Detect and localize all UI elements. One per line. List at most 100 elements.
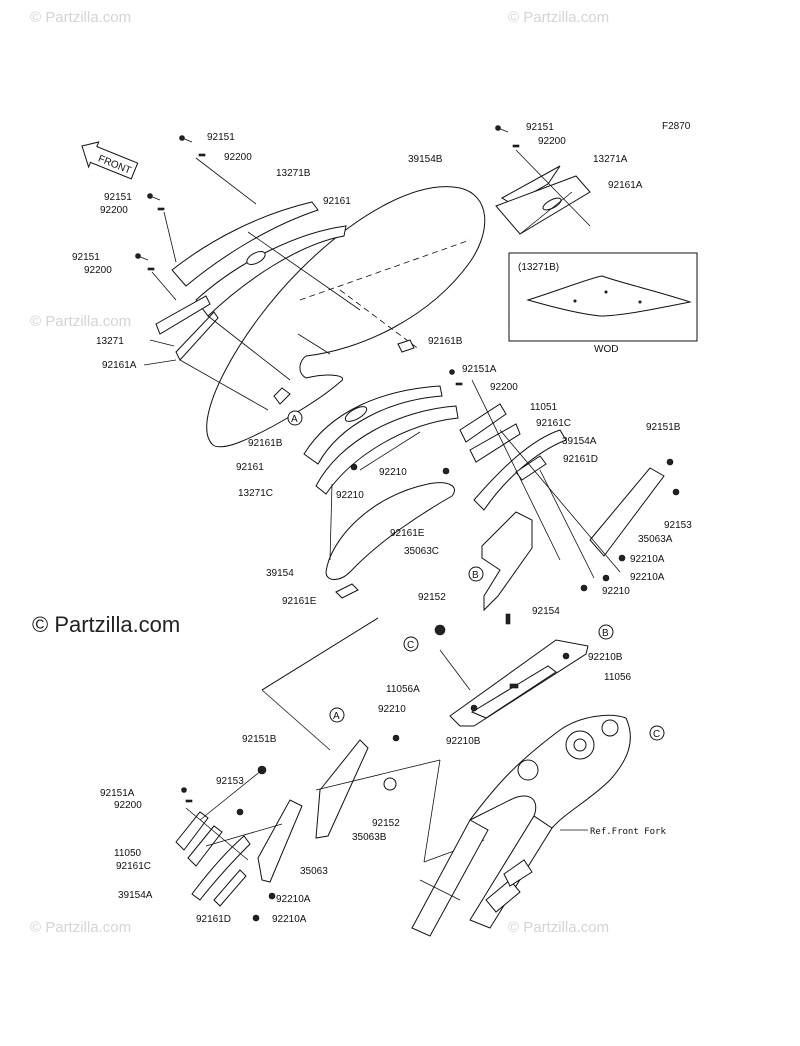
- part-label: 92210: [602, 586, 630, 597]
- part-label: 92151: [207, 132, 235, 143]
- part-label: 11051: [530, 402, 558, 413]
- part-label: 92151: [526, 122, 554, 133]
- part-label: 92161: [236, 462, 264, 473]
- part-label: 92210B: [588, 652, 623, 663]
- part-label: 92161E: [282, 596, 317, 607]
- bracket-35063B: [315, 739, 369, 839]
- bracket-11056: [470, 665, 557, 719]
- part-label: 92200: [84, 265, 112, 276]
- part-label: 92153: [216, 776, 244, 787]
- part-label: 92210: [378, 704, 406, 715]
- part-label: 92200: [224, 152, 252, 163]
- trim-11050: [175, 811, 209, 851]
- part-label: 35063C: [404, 546, 439, 557]
- part-label: 13271A: [593, 154, 628, 165]
- part-label: 92161C: [116, 861, 151, 872]
- washer-icon: [512, 144, 520, 148]
- lower-brackets: [175, 613, 589, 922]
- trim-92161D-low: [213, 869, 247, 907]
- washer-icon: [157, 207, 165, 211]
- trim-strip-13271: [155, 295, 211, 335]
- windshield-upper-left: [135, 135, 486, 448]
- callout-c-circle: [403, 636, 419, 652]
- part-label: 92210: [379, 467, 407, 478]
- windshield-39154A-mid: [473, 429, 567, 511]
- windshield-39154: [325, 482, 455, 580]
- windshield-39154A-low: [191, 835, 251, 901]
- part-label: 92210A: [630, 554, 665, 565]
- watermark-bottom-left: © Partzilla.com: [30, 919, 131, 936]
- part-label: 92200: [100, 205, 128, 216]
- part-label: 39154A: [118, 890, 153, 901]
- part-label: 92153: [664, 520, 692, 531]
- part-label: 35063A: [638, 534, 673, 545]
- part-label: 92161D: [196, 914, 231, 925]
- part-label: 92210A: [630, 572, 665, 583]
- part-label: 92161E: [390, 528, 425, 539]
- trim-92161C-mid: [469, 423, 521, 463]
- bracket-35063A: [589, 467, 665, 557]
- part-label: 92151A: [100, 788, 135, 799]
- part-label: 92151: [104, 192, 132, 203]
- part-label: 92200: [114, 800, 142, 811]
- part-label: 92152: [372, 818, 400, 829]
- screw-icon: [179, 135, 193, 143]
- part-label: 39154A: [562, 436, 597, 447]
- trim-strip-13271B: [171, 201, 319, 287]
- part-label: 92152: [418, 592, 446, 603]
- part-labels: 92151 92200 13271B 92151 92200 92161 921…: [72, 122, 692, 925]
- part-label: 92210B: [446, 736, 481, 747]
- part-label: 92151: [72, 252, 100, 263]
- inset-trim-13271B: [526, 275, 692, 317]
- part-label: 13271B: [276, 168, 311, 179]
- copyright-notice: © Partzilla.com: [32, 612, 180, 637]
- callout-c-left: C: [407, 640, 414, 651]
- part-label: 92200: [490, 382, 518, 393]
- part-label: 92151B: [646, 422, 681, 433]
- callout-a-circle: [287, 410, 303, 426]
- reference-front-fork: Ref.Front Fork: [590, 827, 666, 837]
- watermark-bottom-right: © Partzilla.com: [508, 919, 609, 936]
- front-arrow-icon: FRONT: [81, 141, 139, 180]
- part-label: 92161B: [428, 336, 463, 347]
- part-label: 92161B: [248, 438, 283, 449]
- washer-icon: [198, 153, 206, 157]
- watermark-mid-left: © Partzilla.com: [30, 313, 131, 330]
- callout-a-lower: A: [333, 711, 340, 722]
- part-label: 92210A: [272, 914, 307, 925]
- callout-b-lower: B: [602, 628, 609, 639]
- callout-a-upper: A: [291, 414, 298, 425]
- part-label: 92161A: [608, 180, 643, 191]
- trim-11051: [459, 403, 507, 443]
- part-label: 92161D: [563, 454, 598, 465]
- trim-strip-92161-mid: [303, 385, 443, 465]
- screw-icon: [495, 125, 509, 133]
- trim-upper-right: [495, 125, 591, 235]
- trim-strip-92161A: [175, 311, 219, 361]
- part-label: 39154B: [408, 154, 443, 165]
- callout-b-circle: [598, 624, 614, 640]
- part-label: 11050: [114, 848, 142, 859]
- inset-title: (13271B): [518, 262, 559, 273]
- callout-b-circle: [468, 566, 484, 582]
- watermark-top-left: © Partzilla.com: [30, 9, 131, 26]
- part-label: 39154: [266, 568, 294, 579]
- part-label: 92161: [323, 196, 351, 207]
- watermark-top-right: © Partzilla.com: [508, 9, 609, 26]
- bracket-35063C: [481, 511, 533, 612]
- trim-92161B-mid: [273, 387, 291, 405]
- screw-icon: [135, 253, 149, 261]
- part-label: 92210A: [276, 894, 311, 905]
- part-label: 92161C: [536, 418, 571, 429]
- part-label: 92151B: [242, 734, 277, 745]
- windshield-39154B: [206, 186, 486, 448]
- trim-strip-92161: [195, 225, 347, 317]
- callout-b-upper: B: [472, 570, 479, 581]
- trim-92161A-right: [495, 175, 591, 235]
- part-label: 92154: [532, 606, 560, 617]
- part-label: 35063: [300, 866, 328, 877]
- part-label: 11056: [604, 672, 632, 683]
- trim-92161B-top: [397, 339, 415, 353]
- part-label: 11056A: [386, 684, 420, 695]
